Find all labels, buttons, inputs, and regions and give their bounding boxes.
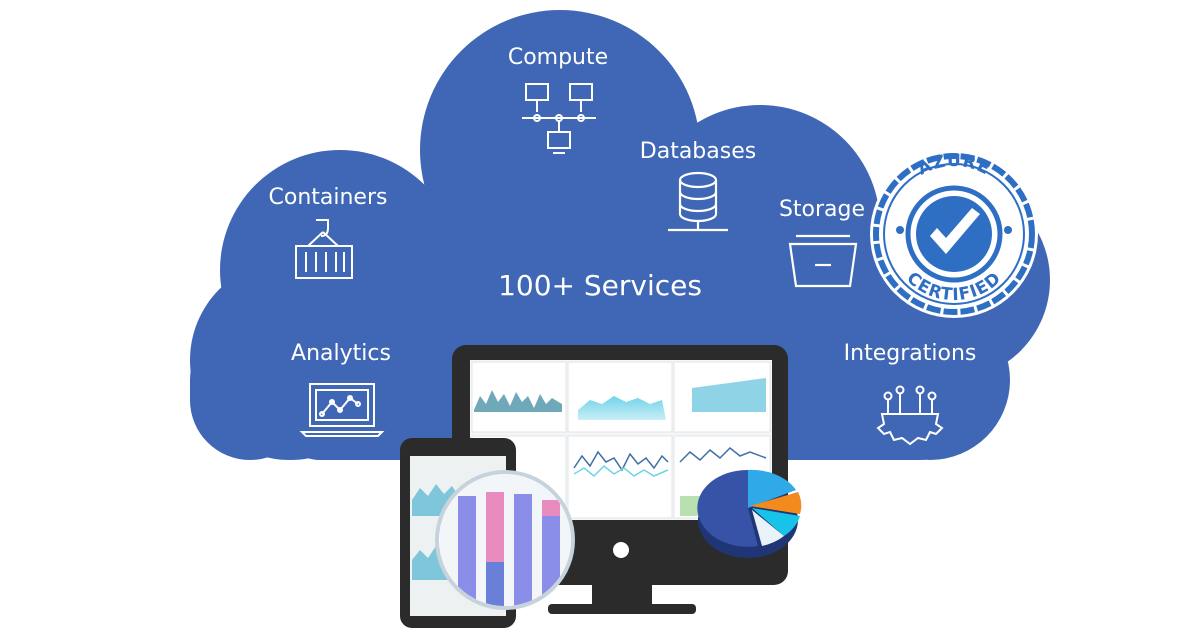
- integrations-label: Integrations: [844, 341, 977, 366]
- compute-label: Compute: [508, 45, 608, 70]
- containers-label: Containers: [269, 185, 388, 210]
- laptop-chart-icon: [299, 383, 385, 437]
- storage-label: Storage: [779, 197, 865, 222]
- azure-certified-badge: AZURE CERTIFIED: [870, 150, 1038, 318]
- gear-circuit-icon: [876, 385, 944, 446]
- database-icon: [668, 171, 728, 232]
- headline: 100+ Services: [498, 269, 702, 302]
- bar-chart-magnifier: [435, 470, 575, 610]
- magnified-bar-chart: [440, 474, 571, 606]
- container-crane-icon: [295, 219, 353, 279]
- checkmark-icon: [930, 208, 980, 254]
- network-icon: [522, 83, 596, 154]
- databases-label: Databases: [640, 139, 756, 164]
- pie-chart: [697, 469, 802, 558]
- analytics-label: Analytics: [291, 341, 391, 366]
- storage-box-icon: [788, 234, 858, 288]
